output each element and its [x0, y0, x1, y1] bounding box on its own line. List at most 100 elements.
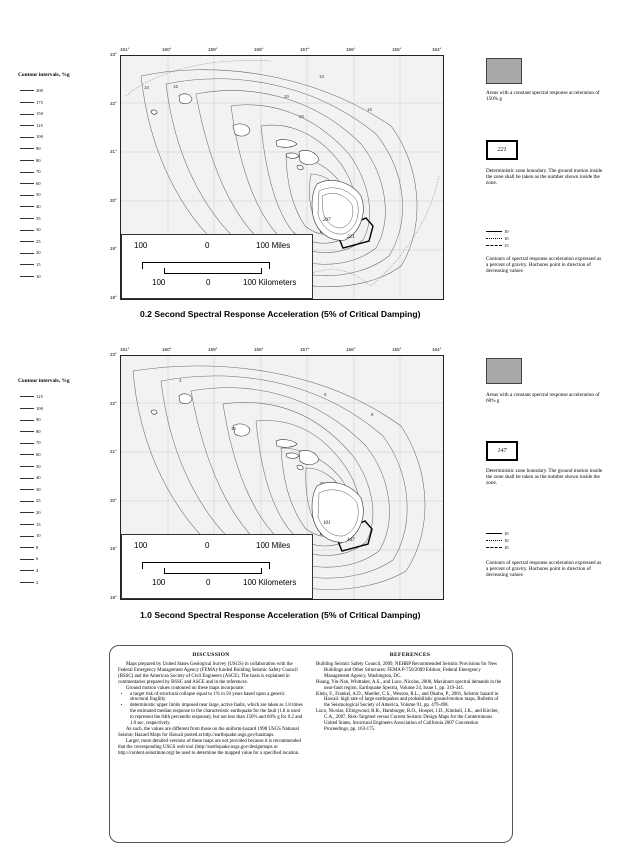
- map1-legend-contour-text: Contours of spectral response accelerati…: [486, 256, 602, 275]
- longitude-label: 154°: [432, 47, 442, 52]
- contour-interval-row: 30: [20, 227, 41, 232]
- map2-legend-lines: 10 10 10: [486, 530, 509, 551]
- latitude-label: 22°: [110, 100, 117, 106]
- latitude-label: 18°: [110, 595, 117, 600]
- contour-interval-row: 15: [20, 262, 41, 267]
- map2-scale-line-km: [164, 568, 262, 574]
- longitude-label: 161°: [120, 347, 130, 352]
- map2-scale-km-mid: 0: [206, 578, 211, 587]
- contour-interval-value: 8: [36, 544, 39, 550]
- map1-zone-value-0: 207: [323, 218, 331, 223]
- contour-interval-row: 100: [20, 406, 43, 411]
- map1-scale-line-km: [164, 268, 262, 274]
- contour-interval-row: 8: [20, 545, 38, 550]
- contour-interval-value: 150: [36, 111, 43, 117]
- contour-interval-row: 20: [20, 510, 41, 515]
- contour-line-swatch: [20, 454, 34, 456]
- contour-interval-value: 30: [36, 227, 41, 233]
- contour-interval-row: 200: [20, 88, 43, 93]
- longitude-label: 156°: [346, 347, 356, 352]
- discussion-column: DISCUSSION Maps prepared by United State…: [118, 652, 304, 757]
- map1-longitude-labels: 161°160°159°158°157°156°155°154°: [120, 47, 442, 55]
- map1-legend-zone-text: Deterministic zone boundary. The ground …: [486, 168, 603, 187]
- contour-interval-value: 40: [36, 475, 41, 481]
- map2-legend-gray-swatch: [486, 358, 522, 384]
- reference-1: Building Seismic Safety Council, 2009, N…: [316, 662, 498, 679]
- contour-interval-value: 10: [36, 273, 41, 279]
- map2-latitude-labels: 23°22°21°20°19°18°: [110, 352, 120, 602]
- map2-zone-value-1: 147: [347, 538, 355, 543]
- map1-legend-gray-text: Areas with a constant spectral response …: [486, 90, 600, 103]
- map1-legend-line-2: 15: [504, 243, 509, 248]
- contour-interval-row: 90: [20, 417, 41, 422]
- map2-title: 1.0 Second Spectral Response Acceleratio…: [140, 610, 421, 620]
- map2-legend-zone-box: 147: [486, 441, 518, 461]
- reference-4: Luco, Nicolas, Ellingwood, B.R., Hamburg…: [316, 709, 499, 732]
- contour-interval-row: 2: [20, 580, 38, 585]
- contour-line-swatch: [20, 206, 34, 208]
- svg-text:15: 15: [173, 84, 179, 89]
- contour-interval-value: 200: [36, 88, 43, 93]
- contour-line-swatch: [20, 512, 34, 514]
- svg-text:10: 10: [144, 85, 150, 90]
- map2-legend-line-2: 10: [504, 545, 509, 550]
- contour-line-swatch: [20, 160, 34, 162]
- contour-interval-row: 60: [20, 452, 41, 457]
- contour-interval-row: 50: [20, 464, 41, 469]
- longitude-label: 159°: [208, 47, 218, 52]
- contour-interval-value: 40: [36, 204, 41, 209]
- map1-scale-miles-mid: 0: [205, 241, 210, 250]
- longitude-label: 160°: [162, 47, 172, 52]
- map2-legend-line-1: 10: [504, 538, 509, 543]
- contour-interval-value: 50: [36, 463, 41, 469]
- longitude-label: 155°: [392, 347, 402, 352]
- discussion-panel: DISCUSSION Maps prepared by United State…: [109, 645, 513, 843]
- latitude-label: 21°: [110, 449, 117, 455]
- map2-legend-line-0: 10: [504, 531, 509, 536]
- contour-line-swatch: [20, 396, 34, 398]
- map2-scale-miles-mid: 0: [205, 541, 210, 550]
- longitude-label: 158°: [254, 347, 264, 352]
- map2-canvas: 156 84 101 147: [121, 356, 443, 599]
- contour-line-swatch: [20, 489, 34, 491]
- map1-scale-line: [142, 262, 270, 269]
- contour-line-swatch: [20, 558, 34, 560]
- discussion-p1: Maps prepared by United States Geologica…: [118, 662, 298, 685]
- contour-interval-value: 20: [36, 250, 41, 256]
- contour-line-swatch: [20, 264, 34, 266]
- svg-text:15: 15: [231, 426, 237, 431]
- longitude-label: 156°: [346, 47, 356, 52]
- map1-scale-miles-left: 100: [134, 241, 148, 250]
- contour-line-swatch: [20, 218, 34, 220]
- contour-interval-row: 60: [20, 181, 41, 186]
- contour-interval-row: 6: [20, 556, 38, 561]
- contour-interval-value: 100: [36, 405, 43, 411]
- contour-line-swatch: [20, 477, 34, 479]
- contour-interval-value: 70: [36, 440, 41, 446]
- contour-interval-value: 15: [36, 262, 41, 267]
- contour-interval-row: 25: [20, 498, 41, 503]
- map1-legend-lines: 10 10 15: [486, 228, 509, 249]
- map1-scale-bar: 100 0 100 Miles 100 0 100 Kilometers: [121, 234, 313, 299]
- longitude-label: 159°: [208, 347, 218, 352]
- contour-interval-row: 80: [20, 429, 41, 434]
- contour-interval-row: 125: [20, 394, 43, 399]
- svg-text:4: 4: [179, 378, 182, 383]
- contour-interval-row: 10: [20, 533, 41, 538]
- contour-line-swatch: [20, 252, 34, 254]
- map2-scale-miles-right: 100 Miles: [256, 541, 291, 550]
- longitude-label: 161°: [120, 47, 130, 52]
- contour-line-swatch: [20, 113, 34, 115]
- map2-scale-km-right: 100 Kilometers: [243, 578, 297, 587]
- latitude-label: 19°: [110, 246, 117, 252]
- contour-line-swatch: [20, 442, 34, 444]
- contour-interval-row: 125: [20, 123, 43, 128]
- map2-scale-miles-left: 100: [134, 541, 148, 550]
- contour-line-swatch: [20, 90, 34, 92]
